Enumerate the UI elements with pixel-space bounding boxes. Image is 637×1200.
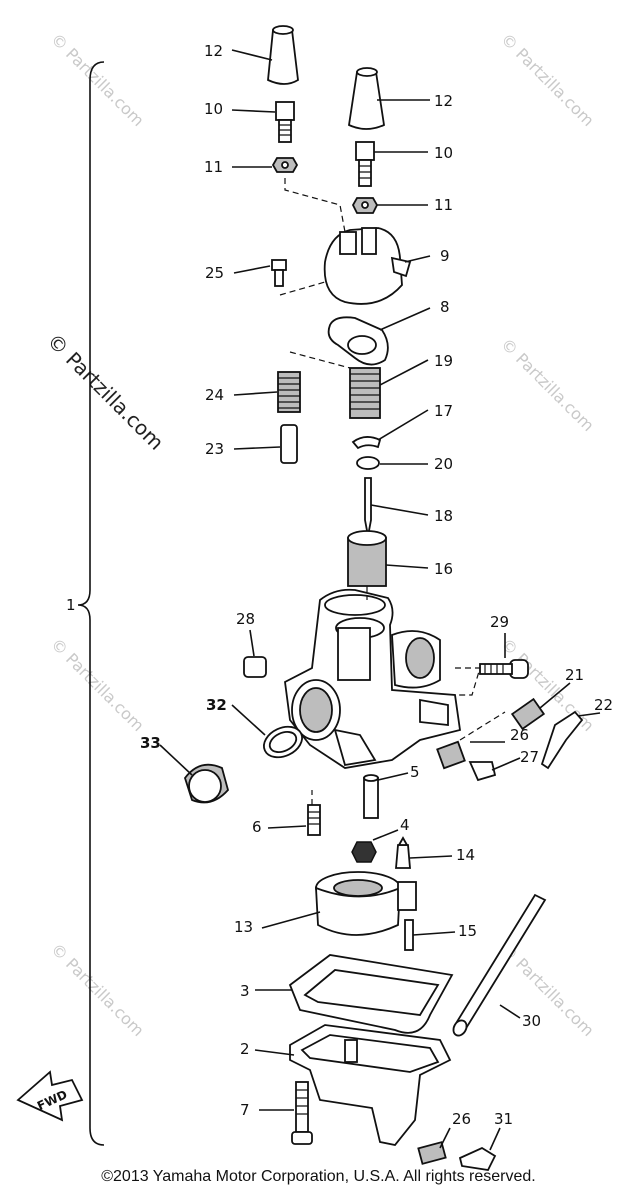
leader-lines	[159, 49, 601, 1151]
spring-26-lower	[417, 1141, 447, 1165]
adjuster-10-left-thread	[278, 119, 292, 143]
callout-11: 11	[204, 158, 223, 176]
screw-31	[458, 1146, 497, 1171]
callout-16: 16	[434, 560, 453, 578]
callout-5: 5	[410, 763, 420, 781]
callout-12: 12	[204, 42, 223, 60]
assembly-bracket	[77, 61, 105, 1146]
nut-4	[351, 841, 377, 863]
callout-4: 4	[400, 816, 410, 834]
callout-14: 14	[456, 846, 475, 864]
callout-3: 3	[240, 982, 250, 1000]
float-needle-14	[395, 844, 411, 869]
spring-19	[349, 367, 381, 419]
callout-10: 10	[434, 144, 453, 162]
cap-12-left-top	[272, 25, 294, 35]
callout-9: 9	[440, 247, 450, 265]
callout-24: 24	[205, 386, 224, 404]
copyright-notice: ©2013 Yamaha Motor Corporation, U.S.A. A…	[101, 1168, 536, 1185]
pin-15	[404, 919, 414, 951]
jet-6	[307, 804, 321, 836]
float-bowl-2	[289, 1024, 452, 1146]
spring-21	[510, 697, 546, 731]
callout-17: 17	[434, 402, 453, 420]
watermark: © Partzilla.com	[497, 29, 598, 130]
adjuster-10-right-thread	[358, 159, 372, 187]
needle-18	[364, 477, 372, 537]
clip-17	[351, 436, 382, 450]
fwd-arrow: FWD	[16, 1070, 84, 1122]
callout-21: 21	[565, 666, 584, 684]
callout-10: 10	[204, 100, 223, 118]
cap-12-right	[348, 71, 385, 130]
screw-25	[271, 259, 287, 271]
nut-28	[243, 656, 267, 678]
adjuster-10-right	[355, 141, 375, 161]
watermark: © Partzilla.com	[47, 29, 148, 130]
callout-26: 26	[452, 1110, 471, 1128]
callout-29: 29	[490, 613, 509, 631]
callout-25: 25	[205, 264, 224, 282]
callout-28: 28	[236, 610, 255, 628]
jet-23	[280, 424, 298, 464]
callout-7: 7	[240, 1101, 250, 1119]
callout-33: 33	[140, 734, 161, 752]
callout-20: 20	[434, 455, 453, 473]
cap-12-right-top	[356, 67, 378, 77]
watermark: © Partzilla.com	[497, 334, 598, 435]
callout-13: 13	[234, 918, 253, 936]
callout-27: 27	[520, 748, 539, 766]
screw-22	[540, 710, 584, 770]
float-13	[315, 871, 417, 936]
callout-15: 15	[458, 922, 477, 940]
callout-32: 32	[206, 696, 227, 714]
callout-26: 26	[510, 726, 529, 744]
carburetor-body	[284, 588, 462, 769]
callout-numbers: 12 10 11 12 10 11 9 25 8 19 24 17 23 20 …	[66, 42, 613, 1128]
main-watermark: © Partzilla.com	[42, 329, 168, 455]
callout-8: 8	[440, 298, 450, 316]
spring-24	[277, 371, 301, 413]
callout-2: 2	[240, 1040, 250, 1058]
callout-31: 31	[494, 1110, 513, 1128]
callout-18: 18	[434, 507, 453, 525]
slide-16	[347, 537, 387, 587]
callout-12: 12	[434, 92, 453, 110]
ring-20	[356, 456, 380, 470]
screw-27	[468, 761, 497, 782]
callout-1: 1	[66, 596, 76, 614]
callout-19: 19	[434, 352, 453, 370]
callout-11: 11	[434, 196, 453, 214]
watermark: © Partzilla.com	[47, 939, 148, 1040]
callout-30: 30	[522, 1012, 541, 1030]
watermark: © Partzilla.com	[47, 634, 148, 735]
cap-12-left	[267, 29, 299, 85]
callout-22: 22	[594, 696, 613, 714]
adjuster-10-left	[275, 101, 295, 121]
spring-26-upper	[436, 740, 466, 770]
callout-6: 6	[252, 818, 262, 836]
callout-23: 23	[205, 440, 224, 458]
tube-5	[363, 777, 379, 819]
